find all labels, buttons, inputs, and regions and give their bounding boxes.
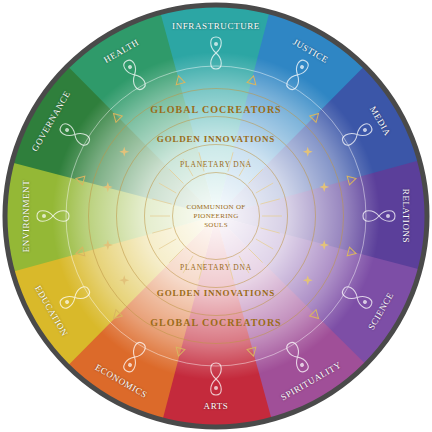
star-mark [119,147,129,157]
infinity-symbol [363,211,395,222]
pale-center [6,6,426,426]
ray-line [150,216,170,217]
triangle-mark [174,75,185,85]
infinity-symbol [122,58,147,91]
ring-title: GOLDEN INNOVATIONS [117,288,315,298]
ring-band: GOLDEN INNOVATIONSGOLDEN INNOVATIONSPLAN… [116,116,316,316]
outer-rim [5,5,427,427]
decorations [37,37,395,395]
star-mark [103,182,113,192]
ray-line [249,169,263,183]
sector-label-box: INFRASTRUCTURE [170,20,262,32]
infinity-symbol [285,58,310,91]
sector-label: ENVIRONMENT [21,180,31,253]
sector-label: RELATIONS [401,189,411,243]
color-wedges [6,6,426,426]
triangle-mark [347,174,357,185]
star-mark [319,182,329,192]
sector-label-box: RELATIONS [400,187,412,245]
ray-line [262,216,282,217]
ring-title: GLOBAL COCREATORS [89,104,343,115]
ring-band: PLANETARY DNA PLANETARY DNA COMMUNION OF P… [144,144,288,288]
star-mark [303,147,313,157]
ring-band: GLOBAL COCREATORS GLOBAL COCREATORS GOLDEN… [88,88,344,344]
triangle-mark [247,75,258,85]
ring-title: PLANETARY DNA [145,160,287,169]
infinity-symbol [58,285,91,310]
triangle-mark [110,110,122,122]
ring-title: GLOBAL COCREATORS [89,317,343,328]
inner-ring-line [66,66,366,366]
infinity-symbol [341,122,374,147]
triangle-mark [110,310,122,322]
infinity-symbol [211,37,222,69]
ray-line [260,228,279,233]
triangle-mark [75,247,85,258]
infinity-symbol [285,341,310,374]
triangle-mark [310,110,322,122]
ray-line [256,183,273,193]
center-circle: COMMUNION OF PIONEERING SOULS [172,172,260,260]
star-mark [319,240,329,250]
ray-line [159,183,176,193]
ring-title: PLANETARY DNA [145,263,287,272]
ray-line [152,228,171,233]
triangle-mark [174,347,185,357]
ray-line [249,249,263,263]
ray-line [169,169,183,183]
infinity-symbol [37,211,69,222]
infinity-symbol [341,285,374,310]
sector-label: ARTS [204,401,229,411]
triangle-mark [247,347,258,357]
infinity-symbol [58,122,91,147]
star-mark [119,275,129,285]
ray-line [256,239,273,249]
sector-label-box: ENVIRONMENT [20,178,32,255]
center-title: COMMUNION OF PIONEERING SOULS [183,203,249,229]
ray-line [152,199,171,204]
ray-line [169,249,183,263]
triangle-mark [75,174,85,185]
star-mark [103,240,113,250]
ring-title: GOLDEN INNOVATIONS [117,134,315,144]
triangle-mark [310,310,322,322]
triangle-mark [347,247,357,258]
sector-label-box: ARTS [202,400,231,412]
infinity-symbol [211,363,222,395]
infinity-symbol [122,341,147,374]
ray-line [159,239,176,249]
ray-line [260,199,279,204]
sector-label: INFRASTRUCTURE [172,21,260,31]
star-mark [303,275,313,285]
